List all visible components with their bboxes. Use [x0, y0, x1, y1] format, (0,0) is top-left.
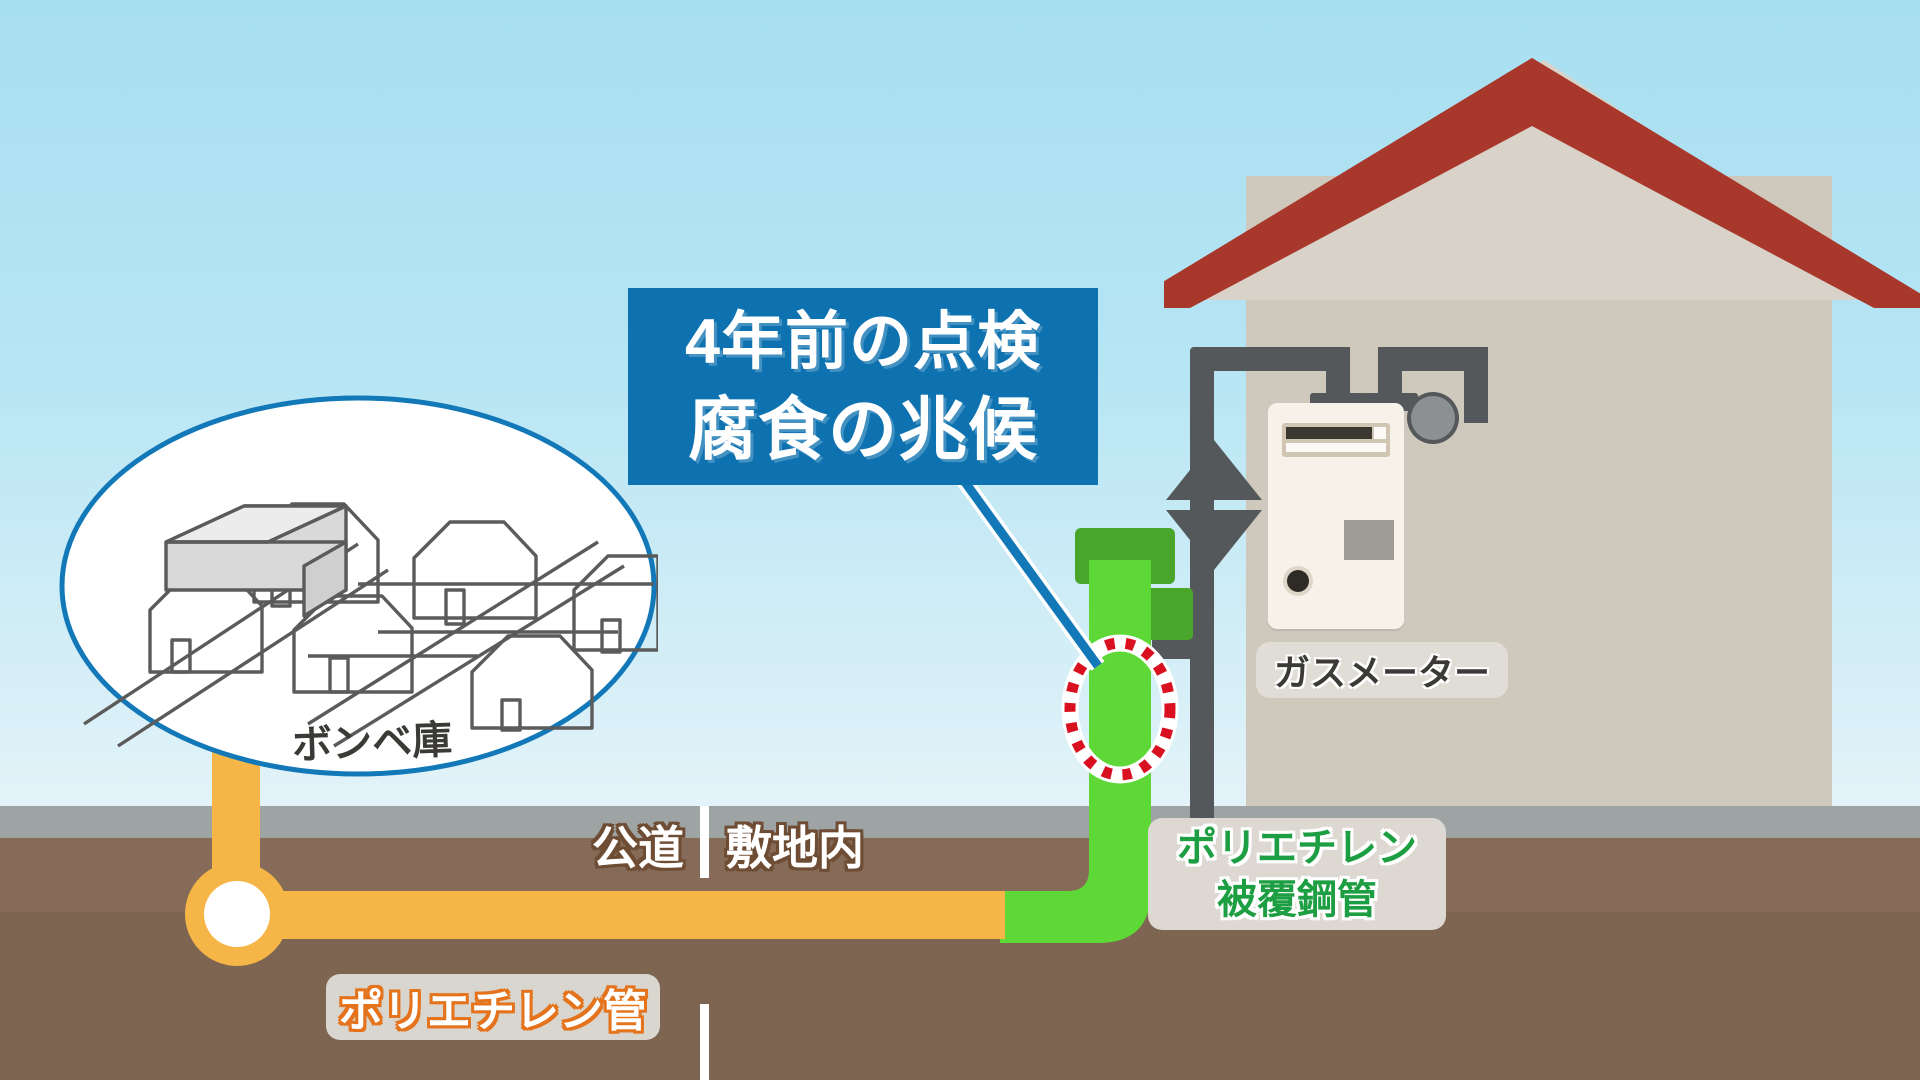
meter-digit-readout	[1286, 427, 1372, 439]
meter-lower-strip	[1286, 443, 1386, 452]
pe-pipe-label: ポリエチレン管	[326, 974, 660, 1040]
zone-label-public-road: 公道	[592, 822, 684, 874]
meter-label-plate	[1344, 520, 1394, 560]
meter-reset-knob[interactable]	[1287, 570, 1309, 592]
callout-box: 4年前の点検 腐食の兆候	[628, 288, 1098, 485]
neighborhood-houses-inset	[58, 394, 660, 778]
zone-label-premises: 敷地内	[726, 822, 864, 874]
orange-pipe-horizontal	[260, 891, 1005, 939]
red-dotted-ellipse-marker	[1058, 630, 1182, 788]
gas-meter-label-text: ガスメーター	[1273, 652, 1490, 693]
gas-cylinder-storage-box-icon	[164, 504, 348, 618]
callout-line-1: 4年前の点検	[684, 307, 1042, 377]
zone-divider-lower	[700, 1004, 709, 1080]
zone-divider-upper	[700, 806, 709, 878]
meter-digit-last	[1374, 427, 1386, 439]
pipe-junction-valve-center	[204, 881, 270, 947]
pe-coated-steel-pipe-label: ポリエチレン 被覆鋼管	[1148, 818, 1446, 930]
gas-flow-arrow-icon	[1166, 440, 1262, 570]
pe-coated-steel-pipe-label-line2: 被覆鋼管	[1217, 878, 1377, 922]
pe-coated-steel-pipe-label-line1: ポリエチレン	[1177, 826, 1417, 870]
gas-meter-label: ガスメーター	[1256, 642, 1508, 698]
pe-pipe-label-text: ポリエチレン管	[339, 987, 647, 1036]
pipe-end-ball-icon	[1411, 396, 1455, 440]
pipe-horizontal-top-left	[1190, 347, 1350, 371]
callout-line-2: 腐食の兆候	[688, 391, 1038, 468]
pipe-vertical-right	[1464, 347, 1488, 423]
road-surface-layer	[0, 806, 1920, 840]
